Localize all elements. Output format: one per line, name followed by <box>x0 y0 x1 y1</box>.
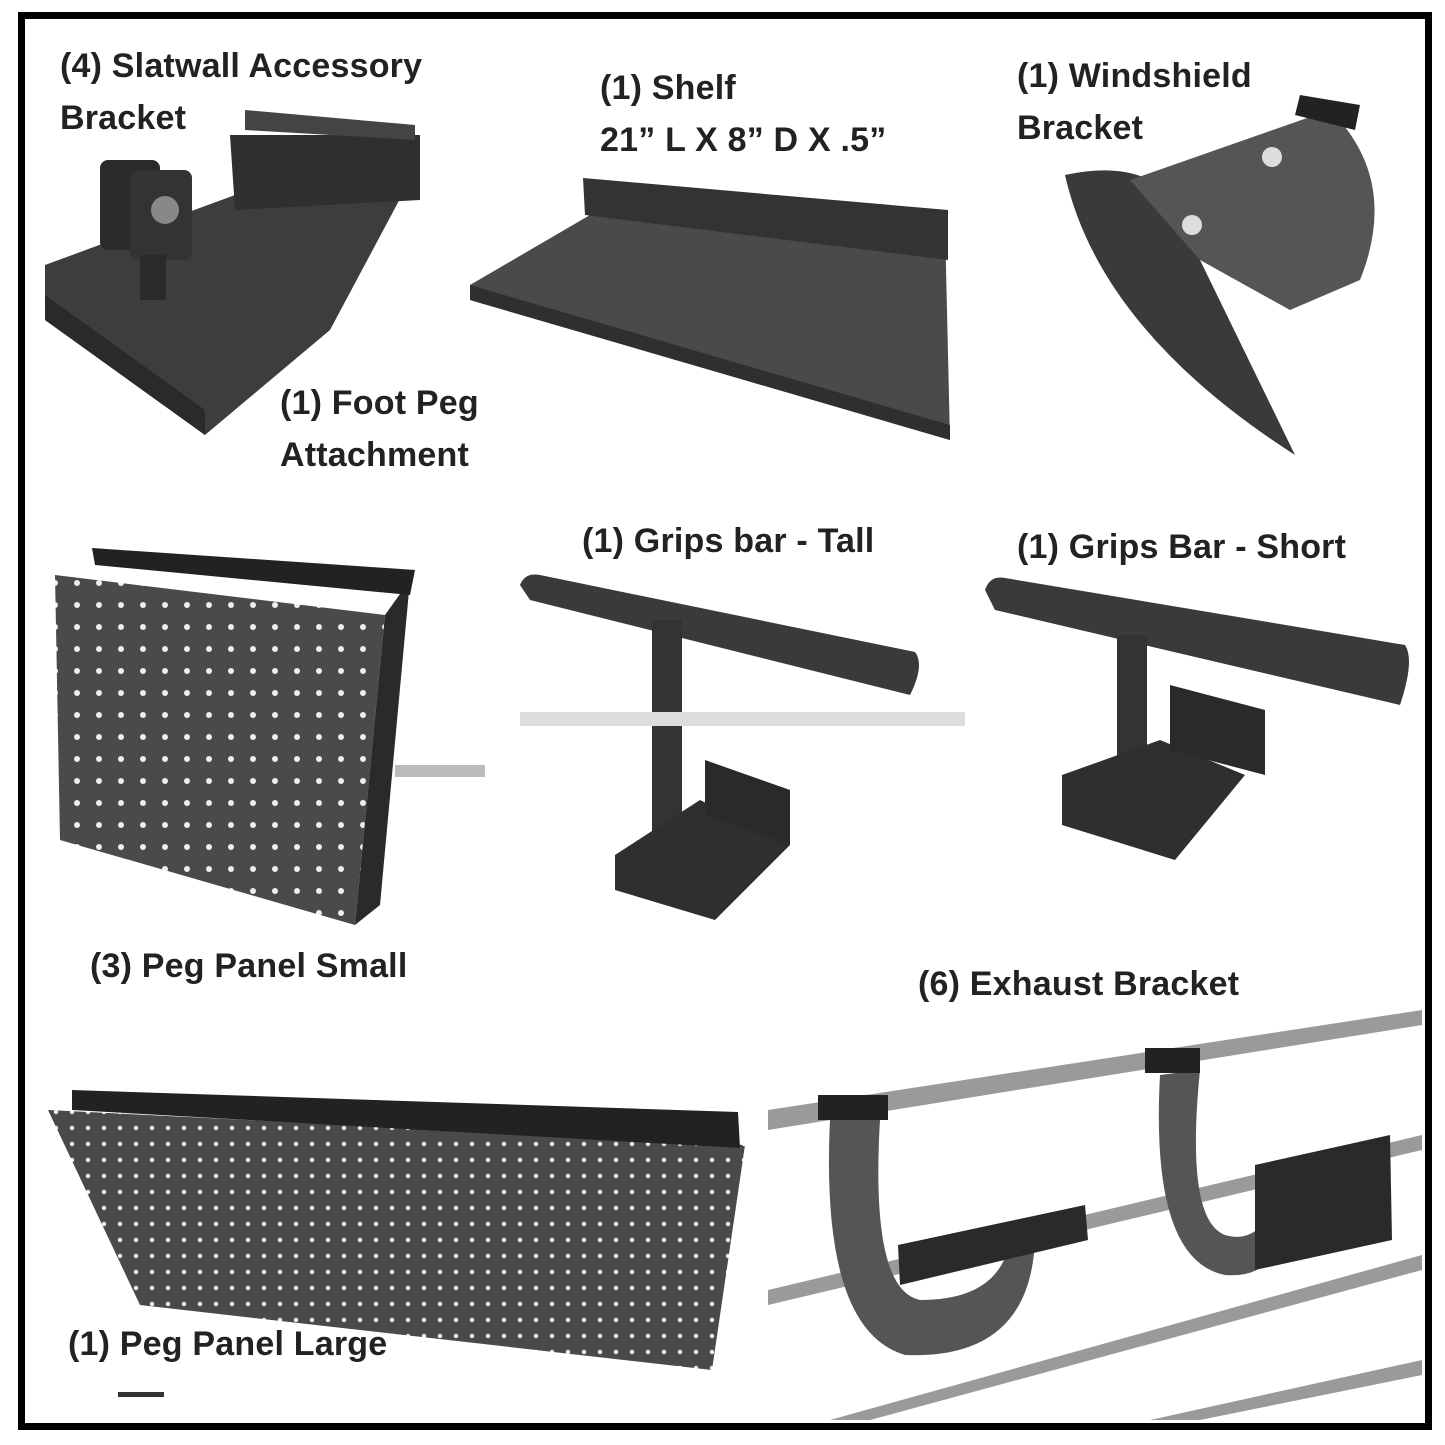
label-foot-peg: (1) Foot Peg Attachment <box>280 377 479 481</box>
label-line: (1) Shelf <box>600 69 736 107</box>
label-windshield-bracket: (1) Windshield Bracket <box>1017 50 1252 154</box>
peg-panel-small-image <box>55 548 485 925</box>
slatwall-bracket-image <box>45 110 420 435</box>
grips-bar-short-image <box>985 577 1409 860</box>
label-peg-panel-large: (1) Peg Panel Large <box>68 1318 387 1370</box>
label-line: Bracket <box>60 99 187 137</box>
label-line: Attachment <box>280 436 470 474</box>
label-grips-bar-short: (1) Grips Bar - Short <box>1017 521 1346 573</box>
label-peg-panel-small: (3) Peg Panel Small <box>90 940 407 992</box>
grips-bar-tall-image <box>520 574 965 920</box>
label-exhaust-bracket: (6) Exhaust Bracket <box>918 958 1239 1010</box>
exhaust-bracket-image <box>768 1010 1422 1420</box>
label-line: 21” L X 8” D X .5” <box>600 121 887 159</box>
label-line: (1) Foot Peg <box>280 384 479 422</box>
label-line: (1) Grips Bar - Short <box>1017 528 1347 566</box>
label-grips-bar-tall: (1) Grips bar - Tall <box>582 515 874 567</box>
label-slatwall-bracket: (4) Slatwall Accessory Bracket <box>60 40 422 144</box>
shelf-image <box>470 178 950 440</box>
label-line: (3) Peg Panel Small <box>90 947 408 985</box>
label-line: (6) Exhaust Bracket <box>918 965 1240 1003</box>
windshield-bracket-image <box>1065 95 1375 456</box>
label-line: Bracket <box>1017 109 1144 147</box>
label-line: (1) Peg Panel Large <box>68 1325 388 1363</box>
peg-panel-large-image <box>48 1090 745 1397</box>
label-shelf: (1) Shelf 21” L X 8” D X .5” <box>600 62 886 166</box>
label-line: (4) Slatwall Accessory <box>60 47 423 85</box>
label-line: (1) Grips bar - Tall <box>582 522 875 560</box>
label-line: (1) Windshield <box>1017 57 1252 95</box>
